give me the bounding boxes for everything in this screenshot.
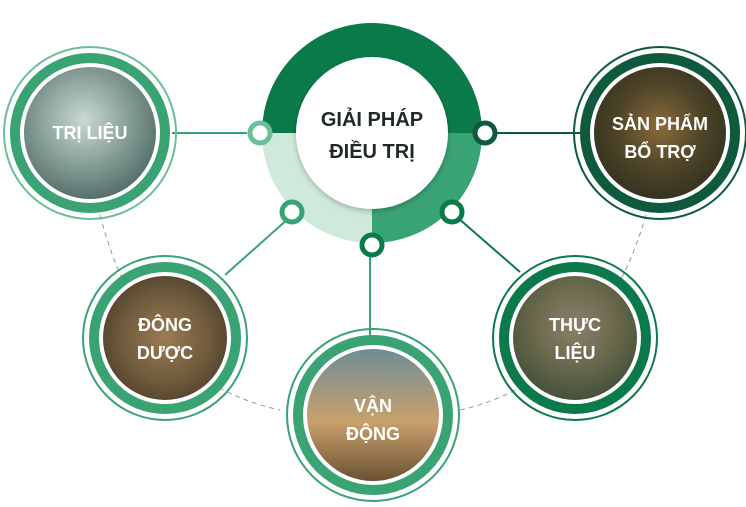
center-ring: GIẢI PHÁP ĐIỀU TRỊ — [262, 23, 482, 243]
node-san-pham-bo-tro[interactable]: SẢN PHẨM BỔ TRỢ — [573, 46, 746, 220]
connector-lines — [172, 132, 580, 338]
ring-connector-dots — [247, 120, 498, 258]
center-title-line1: GIẢI PHÁP — [321, 108, 423, 131]
node-thuc-lieu-label-line2: LIỆU — [554, 342, 595, 363]
node-dong-duoc[interactable]: ĐÔNG DƯỢC — [82, 255, 248, 421]
connector-dot-right — [472, 120, 498, 146]
node-van-dong-label-line2: ĐỘNG — [346, 423, 400, 444]
node-san-pham-label-line1: SẢN PHẨM — [612, 113, 708, 134]
connector-dot-left — [247, 120, 273, 146]
node-tri-lieu-label: TRỊ LIỆU — [53, 122, 128, 143]
node-dong-duoc-label-line2: DƯỢC — [137, 343, 193, 363]
connector-dot-bottom — [359, 232, 385, 258]
node-tri-lieu[interactable]: TRỊ LIỆU — [3, 46, 177, 220]
node-thuc-lieu-label-line1: THỰC — [549, 315, 601, 335]
center-title-line2: ĐIỀU TRỊ — [329, 140, 415, 163]
node-thuc-lieu[interactable]: THỰC LIỆU — [492, 255, 658, 421]
node-san-pham-label-line2: BỔ TRỢ — [624, 141, 696, 162]
node-van-dong-label-line1: VẬN — [354, 395, 392, 416]
connector-dot-lower-left — [279, 199, 305, 225]
node-dong-duoc-label-line1: ĐÔNG — [138, 314, 192, 335]
connector-dot-lower-right — [439, 199, 465, 225]
node-van-dong[interactable]: VẬN ĐỘNG — [286, 328, 460, 502]
